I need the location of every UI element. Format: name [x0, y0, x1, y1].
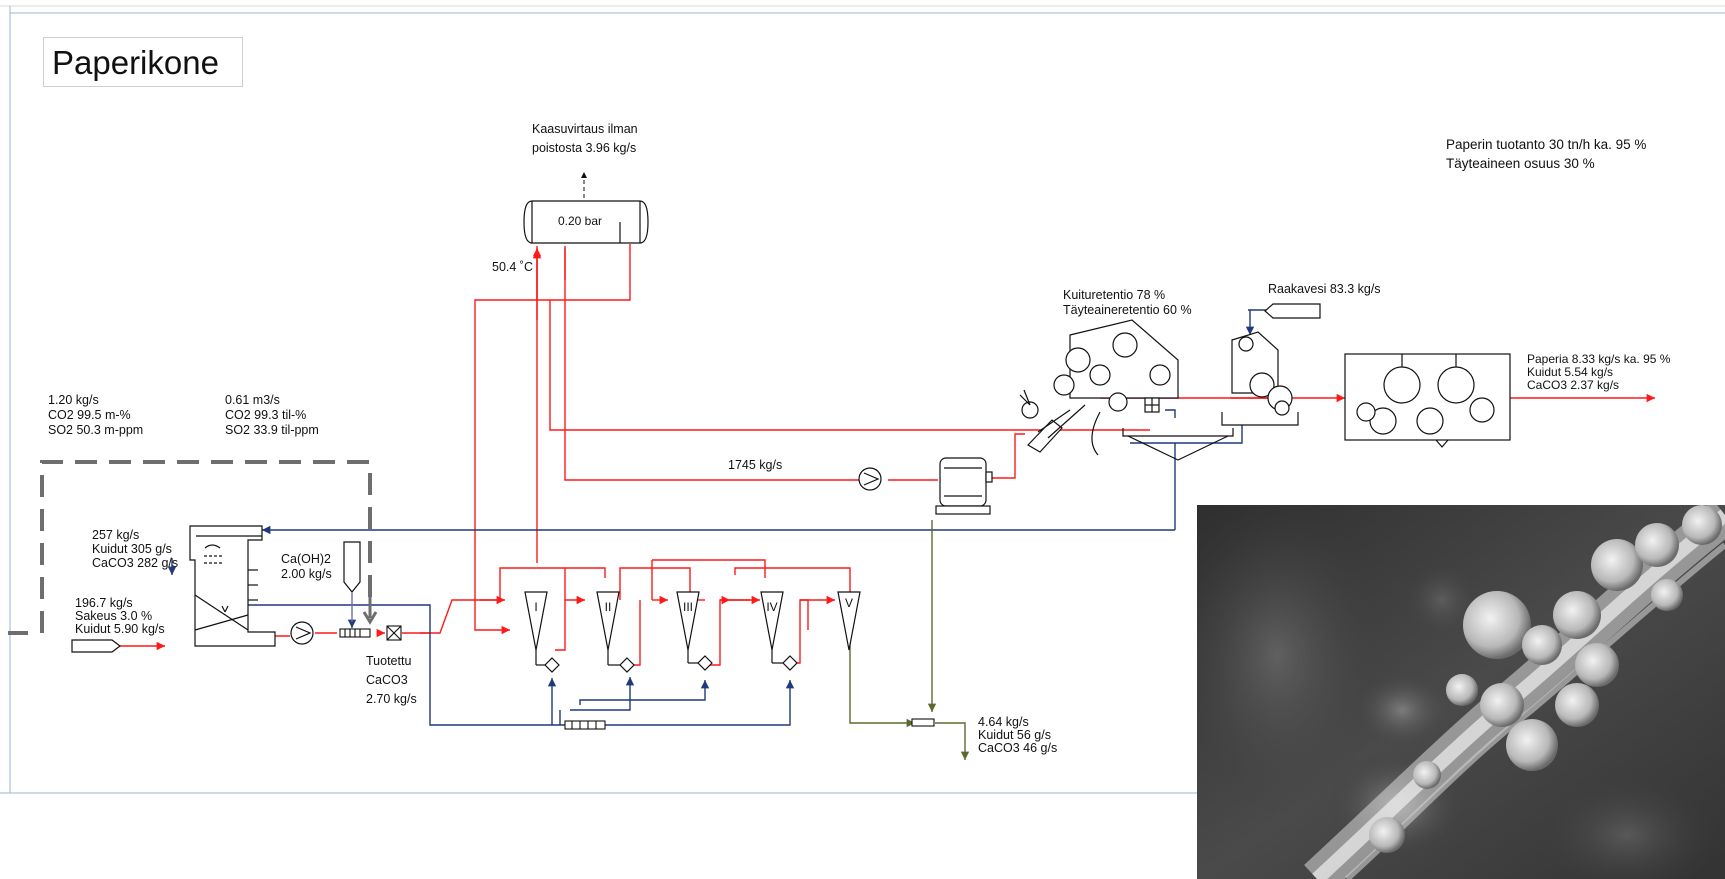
- caoh2-line-1: Ca(OH)2: [281, 552, 332, 567]
- caoh2-silo: [344, 542, 360, 592]
- cleaner-label-5: V: [839, 596, 859, 610]
- olive-lines: [850, 520, 965, 760]
- dryer-section: [1345, 354, 1510, 447]
- gas-out-line-1: 0.61 m3/s: [225, 393, 319, 408]
- cleaner-label-3: III: [678, 600, 698, 614]
- main-pump: [859, 468, 881, 490]
- paper-output-label: Paperia 8.33 kg/s ka. 95 % Kuidut 5.54 k…: [1527, 353, 1670, 392]
- vent-line-1: Kaasuvirtaus ilman: [532, 122, 638, 137]
- tank-temperature-label: 50.4 ˚C: [492, 260, 533, 275]
- produced-caco3-label: Tuotettu CaCO3 2.70 kg/s: [366, 652, 417, 709]
- production-line-2: Täyteaineen osuus 30 %: [1446, 154, 1646, 173]
- caoh2-label: Ca(OH)2 2.00 kg/s: [281, 552, 332, 582]
- reject-label: 4.64 kg/s Kuidut 56 g/s CaCO3 46 g/s: [978, 716, 1057, 755]
- reactor-out-line-1: 257 kg/s: [92, 528, 178, 542]
- gas-output-label: 0.61 m3/s CO2 99.3 til-% SO2 33.9 til-pp…: [225, 393, 319, 438]
- caoh2-line-2: 2.00 kg/s: [281, 567, 332, 582]
- gas-in-line-1: 1.20 kg/s: [48, 393, 143, 408]
- cleaner-label-2: II: [598, 600, 618, 614]
- reactor-out-line-3: CaCO3 282 g/s: [92, 556, 178, 570]
- paper-out-line-3: CaCO3 2.37 kg/s: [1527, 379, 1670, 392]
- filler-retention: Täyteaineretentio 60 %: [1063, 303, 1192, 318]
- gas-in-line-3: SO2 50.3 m-ppm: [48, 423, 143, 438]
- produced-line-3: 2.70 kg/s: [366, 690, 417, 709]
- raw-water-tag: [1265, 304, 1320, 318]
- flow-1745-label: 1745 kg/s: [728, 458, 782, 473]
- tank-pressure-label: 0.20 bar: [538, 214, 622, 228]
- retention-info: Kuituretentio 78 % Täyteaineretentio 60 …: [1063, 288, 1192, 318]
- produced-line-1: Tuotettu: [366, 652, 417, 671]
- feed-label: 196.7 kg/s Sakeus 3.0 % Kuidut 5.90 kg/s: [75, 597, 165, 636]
- inline-mixer: [340, 626, 401, 640]
- reactor-pump: [291, 622, 313, 644]
- gas-input-label: 1.20 kg/s CO2 99.5 m-% SO2 50.3 m-ppm: [48, 393, 143, 438]
- deaerator-unit: [936, 458, 992, 514]
- page-title: Paperikone: [43, 37, 243, 87]
- fiber-retention: Kuituretentio 78 %: [1063, 288, 1192, 303]
- press-section: [1222, 332, 1298, 425]
- cleaner-label-1: I: [526, 600, 546, 614]
- reject-line-3: CaCO3 46 g/s: [978, 742, 1057, 755]
- micrograph-image: [1197, 505, 1725, 879]
- reactor-output-label: 257 kg/s Kuidut 305 g/s CaCO3 282 g/s: [92, 528, 178, 570]
- gas-in-line-2: CO2 99.5 m-%: [48, 408, 143, 423]
- grey-down-arrow: [364, 590, 376, 622]
- gas-out-line-3: SO2 33.9 til-ppm: [225, 423, 319, 438]
- produced-line-2: CaCO3: [366, 671, 417, 690]
- reactor-out-line-2: Kuidut 305 g/s: [92, 542, 178, 556]
- gas-out-line-2: CO2 99.3 til-%: [225, 408, 319, 423]
- forming-section: [1020, 320, 1233, 460]
- micrograph-photo: [1197, 505, 1725, 879]
- feed-tag: [72, 640, 120, 652]
- vent-line-2: poistosta 3.96 kg/s: [532, 141, 638, 156]
- raw-water-label: Raakavesi 83.3 kg/s: [1268, 282, 1381, 297]
- reactor-vessel: [190, 526, 275, 646]
- production-line-1: Paperin tuotanto 30 tn/h ka. 95 %: [1446, 135, 1646, 154]
- bottom-mixer: [565, 719, 934, 729]
- cleaner-label-4: IV: [762, 600, 782, 614]
- production-info: Paperin tuotanto 30 tn/h ka. 95 % Täytea…: [1446, 135, 1646, 173]
- vent-flow-label: Kaasuvirtaus ilman poistosta 3.96 kg/s: [532, 122, 638, 156]
- feed-line-3: Kuidut 5.90 kg/s: [75, 623, 165, 636]
